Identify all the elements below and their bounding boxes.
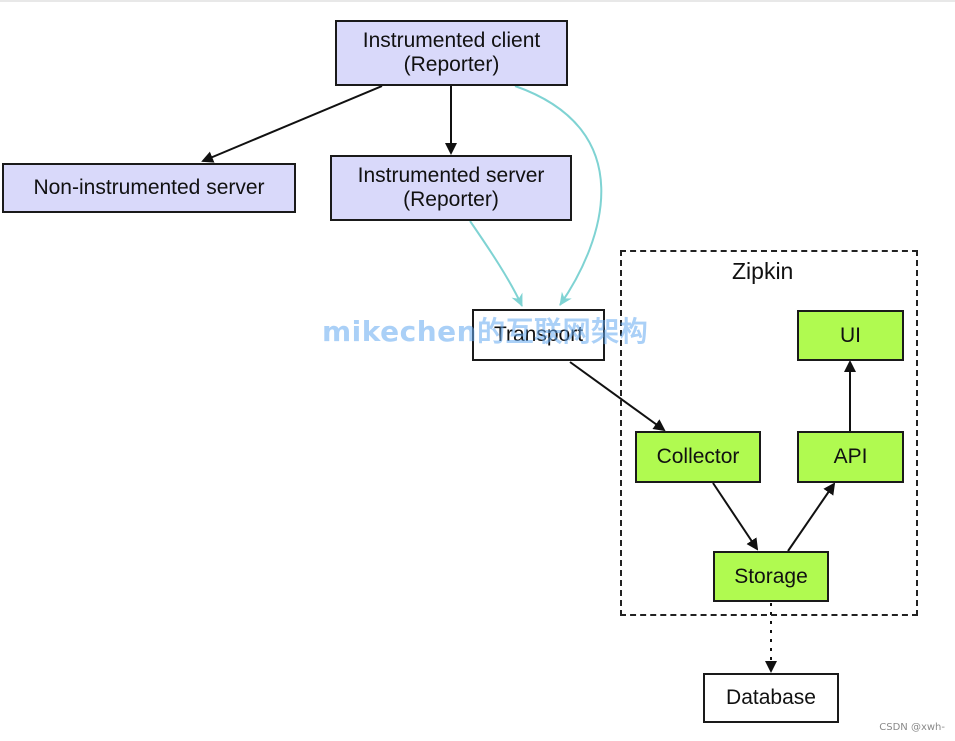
edge-client-to-transport [514, 85, 603, 306]
credit-text: CSDN @xwh- [879, 722, 945, 733]
node-api: API [797, 431, 904, 483]
node-database: Database [703, 673, 839, 723]
edge-client-to-noninstrumented [201, 85, 383, 163]
zipkin-group-boundary [620, 250, 918, 616]
edge-transport-to-collector [569, 361, 666, 432]
node-transport: Transport [472, 309, 605, 361]
edge-server-to-transport [469, 220, 523, 307]
node-ui: UI [797, 310, 904, 361]
node-storage: Storage [713, 551, 829, 602]
node-instrumented-server: Instrumented server (Reporter) [330, 155, 572, 221]
zipkin-group-label: Zipkin [732, 258, 794, 284]
top-border [0, 0, 955, 2]
node-instrumented-client: Instrumented client (Reporter) [335, 20, 568, 86]
node-non-instrumented-server: Non-instrumented server [2, 163, 296, 213]
edge-storage-to-api [787, 482, 836, 552]
edge-collector-to-storage [712, 482, 759, 551]
node-collector: Collector [635, 431, 761, 483]
